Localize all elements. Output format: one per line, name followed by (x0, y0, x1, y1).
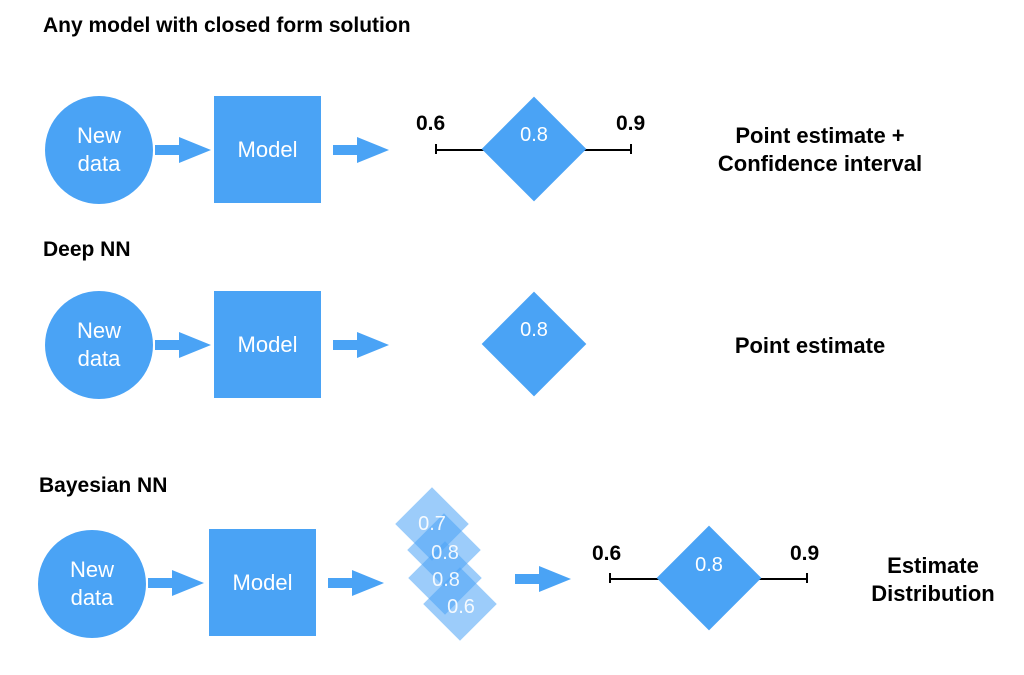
row1-new-data-circle: New data (45, 96, 153, 204)
row3-estimate-diamond (656, 525, 762, 631)
row1-result-label: Point estimate + Confidence interval (717, 123, 923, 176)
row1-estimate-diamond (481, 96, 587, 202)
row3-arrow-to-model (148, 570, 204, 596)
row3-upper-bound: 0.9 (790, 542, 820, 565)
row1-arrow-to-output (333, 137, 389, 163)
row1-ci-right-tick (630, 144, 632, 154)
row1-ci-left-tick (435, 144, 437, 154)
row1-model-box: Model (214, 96, 321, 203)
row2-arrow-to-model (155, 332, 211, 358)
row3-arrow-to-samples (328, 570, 384, 596)
row1-upper-bound: 0.9 (616, 112, 646, 135)
row3-sample-value-1: 0.7 (418, 513, 446, 535)
row3-sample-value-3: 0.8 (432, 569, 460, 591)
row3-sample-value-4: 0.6 (447, 596, 475, 618)
row2-new-data-circle: New data (45, 291, 153, 399)
row1-lower-bound: 0.6 (416, 112, 446, 135)
row3-ci-left-tick (609, 573, 611, 583)
row3-lower-bound: 0.6 (592, 542, 622, 565)
row3-new-data-circle: New data (38, 530, 146, 638)
row2-estimate-diamond (481, 291, 587, 397)
row2-estimate-value: 0.8 (520, 319, 548, 341)
row2-arrow-to-output (333, 332, 389, 358)
row3-result-label: Estimate Distribution (871, 553, 995, 606)
row3-sample-value-2: 0.8 (431, 542, 459, 564)
row3-title: Bayesian NN (39, 474, 168, 497)
row3-arrow-to-distribution (515, 566, 571, 592)
row2-result-label: Point estimate (734, 333, 886, 358)
row2-model-box: Model (214, 291, 321, 398)
row1-estimate-value: 0.8 (520, 124, 548, 146)
row2-title: Deep NN (43, 238, 131, 261)
row1-arrow-to-model (155, 137, 211, 163)
row3-ci-right-tick (806, 573, 808, 583)
row1-title: Any model with closed form solution (43, 14, 411, 37)
row3-model-box: Model (209, 529, 316, 636)
row3-estimate-value: 0.8 (695, 554, 723, 576)
